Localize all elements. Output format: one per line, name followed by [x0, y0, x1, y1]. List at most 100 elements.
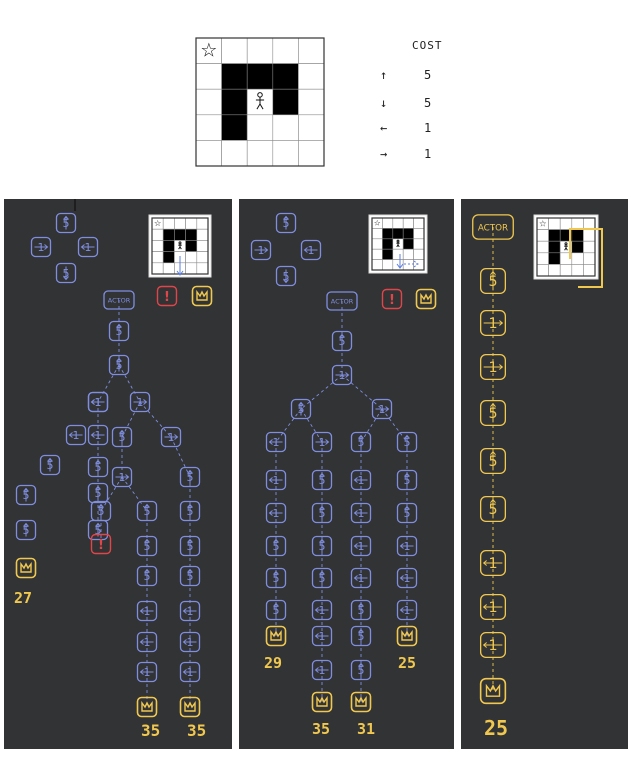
move-up-node: 5 — [15, 519, 37, 541]
direction-arrow-icon — [483, 320, 504, 326]
goal-star-icon: ☆ — [539, 219, 547, 229]
grid-cell — [583, 229, 596, 242]
direction-arrow-icon — [63, 266, 69, 281]
grid-cell — [185, 251, 198, 264]
move-down-node: 5 — [55, 262, 77, 284]
move-up-node: 5 — [55, 212, 77, 234]
direction-arrow-icon — [139, 639, 154, 645]
direction-arrow-icon — [90, 432, 105, 438]
direction-arrow-icon — [314, 667, 329, 673]
wall-cell — [221, 88, 248, 116]
direction-arrow-icon — [133, 399, 148, 405]
grid-cell — [196, 240, 209, 252]
move-up-node: 5 — [108, 320, 130, 342]
grid-cell — [298, 114, 325, 141]
direction-arrow-icon — [319, 472, 325, 487]
move-left-node: 1 — [311, 659, 333, 681]
tree-edge — [381, 408, 408, 443]
wall-cell — [402, 228, 414, 240]
crown-icon — [191, 285, 213, 307]
direction-arrow-icon — [68, 432, 83, 438]
direction-arrow-icon — [34, 244, 49, 250]
direction-arrow-icon — [273, 570, 279, 585]
wall-cell — [246, 63, 274, 90]
actor-node: ACTOR — [103, 290, 135, 310]
direction-arrow-icon — [95, 485, 101, 500]
score-label: 35 — [141, 721, 161, 740]
grid-cell — [536, 252, 549, 265]
direction-arrow-icon — [482, 604, 503, 610]
move-up-node: 5 — [265, 567, 287, 589]
direction-arrow-icon — [63, 215, 69, 230]
grid-cell — [195, 140, 222, 167]
grid-cell — [571, 217, 584, 230]
cost-value: 5 — [424, 96, 432, 110]
grid-cell — [298, 63, 325, 90]
actor-figure-icon — [178, 241, 182, 250]
arrow-down-icon: ↓ — [380, 96, 388, 110]
direction-arrow-icon — [375, 406, 390, 412]
actor-label: ACTOR — [331, 298, 354, 306]
move-up-node: 5 — [396, 431, 418, 453]
grid-cell — [272, 140, 299, 167]
tree-edge — [97, 364, 120, 403]
move-up-node: 5 — [311, 535, 333, 557]
goal-star-icon: ☆ — [200, 38, 217, 61]
direction-arrow-icon — [23, 522, 29, 537]
move-up-node: 5 — [479, 495, 507, 522]
direction-arrow-icon — [164, 434, 179, 440]
direction-arrow-icon — [283, 269, 289, 284]
grid-cell — [571, 264, 584, 277]
direction-arrow-icon — [353, 575, 368, 581]
wall-cell — [185, 228, 198, 241]
move-left-node: 1 — [300, 239, 322, 261]
move-left-node: 1 — [350, 469, 372, 491]
move-up-node: 5 — [108, 354, 130, 376]
wall-cell — [402, 238, 414, 250]
direction-arrow-icon — [319, 538, 325, 553]
grid-cell — [371, 228, 383, 240]
move-left-node: 1 — [265, 469, 287, 491]
direction-arrow-icon — [315, 439, 330, 445]
move-up-node: 5 — [179, 565, 201, 587]
grid-border — [195, 37, 325, 167]
direction-arrow-icon — [399, 607, 414, 613]
move-cost-label: 1 — [488, 638, 497, 654]
grid-cell — [195, 37, 222, 64]
wall-cell — [392, 228, 404, 240]
move-left-node: 1 — [479, 631, 507, 658]
move-left-node: 1 — [136, 631, 158, 653]
grid-cell — [583, 240, 596, 254]
fail-mark: ! — [164, 290, 170, 305]
move-left-node: 1 — [265, 502, 287, 524]
direction-arrow-icon — [268, 439, 283, 445]
grid-cell — [162, 217, 175, 230]
grid-cell — [413, 228, 425, 240]
crown-icon — [311, 691, 333, 713]
score-label: 35 — [312, 720, 331, 738]
direction-arrow-icon — [187, 568, 193, 583]
grid-cell — [162, 262, 175, 275]
fail-node: ! — [156, 285, 178, 307]
grid-cell — [185, 217, 198, 230]
direction-arrow-icon — [187, 538, 193, 553]
grid-cell — [571, 252, 584, 265]
move-up-node: 5 — [479, 447, 507, 474]
move-cost-label: 1 — [488, 556, 497, 572]
move-left-node: 1 — [77, 236, 99, 258]
move-up-node: 5 — [350, 599, 372, 621]
direction-arrow-icon — [314, 633, 329, 639]
direction-arrow-icon — [490, 402, 496, 423]
grid-cell — [413, 238, 425, 250]
score-label: 25 — [484, 716, 509, 740]
move-right-node: 1 — [111, 466, 133, 488]
tree-edge — [300, 408, 323, 443]
grid-cell — [196, 217, 209, 230]
tree-edge — [170, 436, 191, 478]
direction-arrow-icon — [358, 602, 364, 617]
crown-icon — [415, 288, 437, 310]
